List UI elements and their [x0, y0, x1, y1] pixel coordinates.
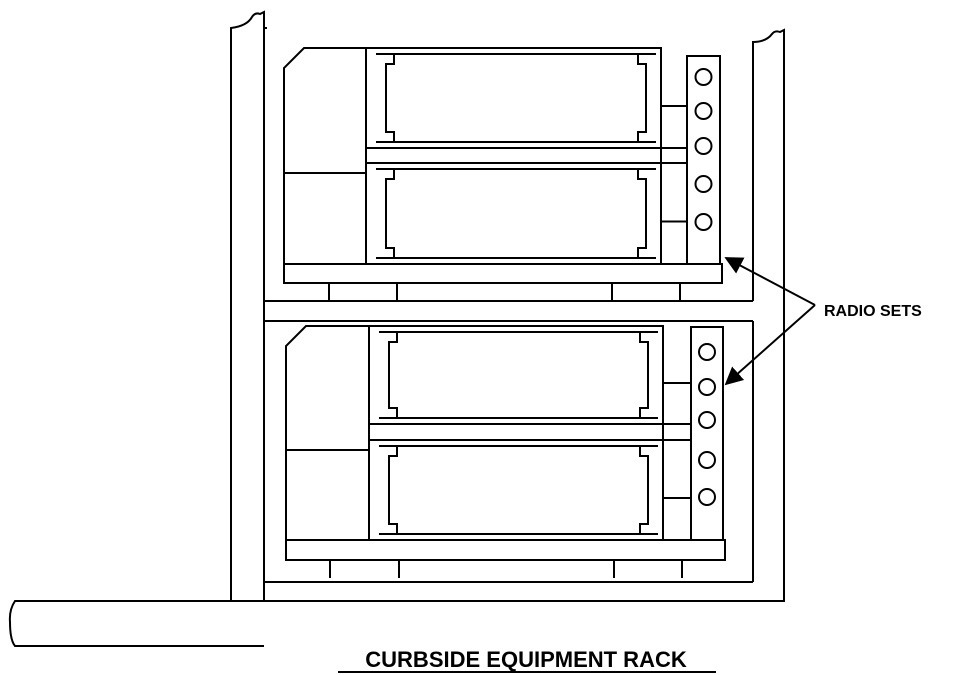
left-rack-post — [230, 10, 267, 602]
lower-shelf — [264, 581, 784, 602]
radio-set-lower — [285, 325, 726, 578]
indicator-light — [694, 213, 713, 231]
base-feet — [328, 283, 681, 301]
indicator-light — [694, 102, 713, 120]
upper-module-brackets — [376, 53, 656, 143]
module-separator-bar — [365, 147, 688, 164]
indicator-panel — [686, 55, 721, 265]
base-tray — [283, 263, 723, 284]
curb-base — [8, 600, 264, 647]
indicator-light — [694, 68, 713, 86]
diagram-caption: CURBSIDE EQUIPMENT RACK — [365, 647, 687, 672]
upper-module-brackets — [379, 331, 658, 419]
lower-module-brackets — [376, 168, 656, 259]
indicator-light — [698, 488, 716, 506]
indicator-light — [698, 411, 716, 429]
lower-module-brackets — [379, 445, 658, 535]
right-rack-post — [752, 28, 785, 602]
indicator-light — [698, 451, 716, 469]
base-feet — [329, 560, 683, 578]
radio-housing — [283, 47, 662, 265]
indicator-light — [698, 343, 716, 361]
indicator-light — [694, 137, 713, 155]
module-separator-bar — [368, 423, 692, 441]
radio-housing — [285, 325, 664, 541]
radio-set-upper — [283, 47, 723, 301]
indicator-light — [698, 378, 716, 396]
base-tray — [285, 539, 726, 561]
radio-sets-label: RADIO SETS — [824, 303, 922, 320]
upper-shelf — [264, 300, 754, 582]
callout-arrow-lower — [724, 304, 816, 386]
radio-sets-callout-arrows — [724, 257, 816, 386]
radio-sets-group — [283, 47, 726, 578]
indicator-panel — [690, 326, 724, 541]
indicator-light — [694, 175, 713, 193]
callout-arrow-upper — [724, 257, 816, 306]
